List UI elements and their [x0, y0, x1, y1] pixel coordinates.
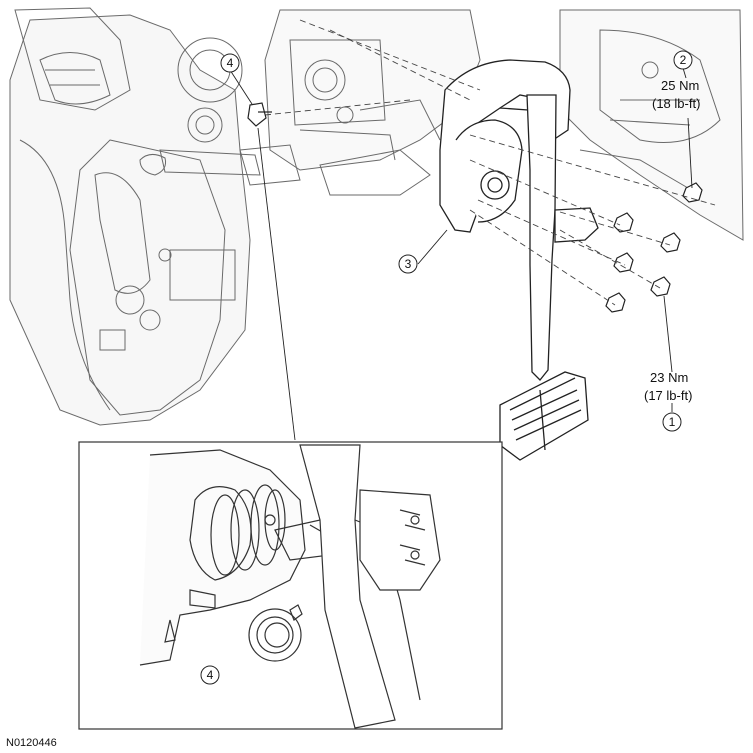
nut — [613, 252, 634, 273]
callout-1: 1 — [662, 412, 682, 432]
nut — [613, 212, 634, 233]
svg-text:1: 1 — [669, 415, 676, 429]
alignment-lines — [264, 19, 716, 306]
clutch-pedal — [499, 94, 599, 461]
callout-4-top: 4 — [220, 53, 240, 73]
torque-upper-nm: 25 Nm — [661, 78, 699, 93]
torque-lower-lbft: (17 lb-ft) — [644, 388, 692, 403]
nut — [660, 232, 681, 253]
svg-text:4: 4 — [207, 668, 214, 682]
nut — [605, 292, 626, 313]
svg-text:2: 2 — [680, 53, 687, 67]
right-side-structure — [559, 9, 744, 241]
leader-lines — [216, 67, 693, 671]
pin-bushing — [248, 604, 303, 662]
svg-text:3: 3 — [405, 257, 412, 271]
inset-frame — [78, 441, 503, 730]
nut — [650, 276, 671, 297]
svg-text:4: 4 — [227, 56, 234, 70]
figure-id: N0120446 — [6, 737, 57, 749]
callout-3: 3 — [398, 254, 418, 274]
bracket-nuts — [605, 182, 703, 313]
torque-lower-nm: 23 Nm — [650, 370, 688, 385]
firewall-structure — [9, 7, 261, 426]
pedal-pin-bolt — [247, 102, 272, 127]
upper-bracket-structure — [239, 9, 481, 196]
callout-2: 2 — [673, 50, 693, 70]
torque-upper-lbft: (18 lb-ft) — [652, 96, 700, 111]
detail-inset — [78, 441, 503, 730]
callout-4-inset: 4 — [200, 665, 220, 685]
